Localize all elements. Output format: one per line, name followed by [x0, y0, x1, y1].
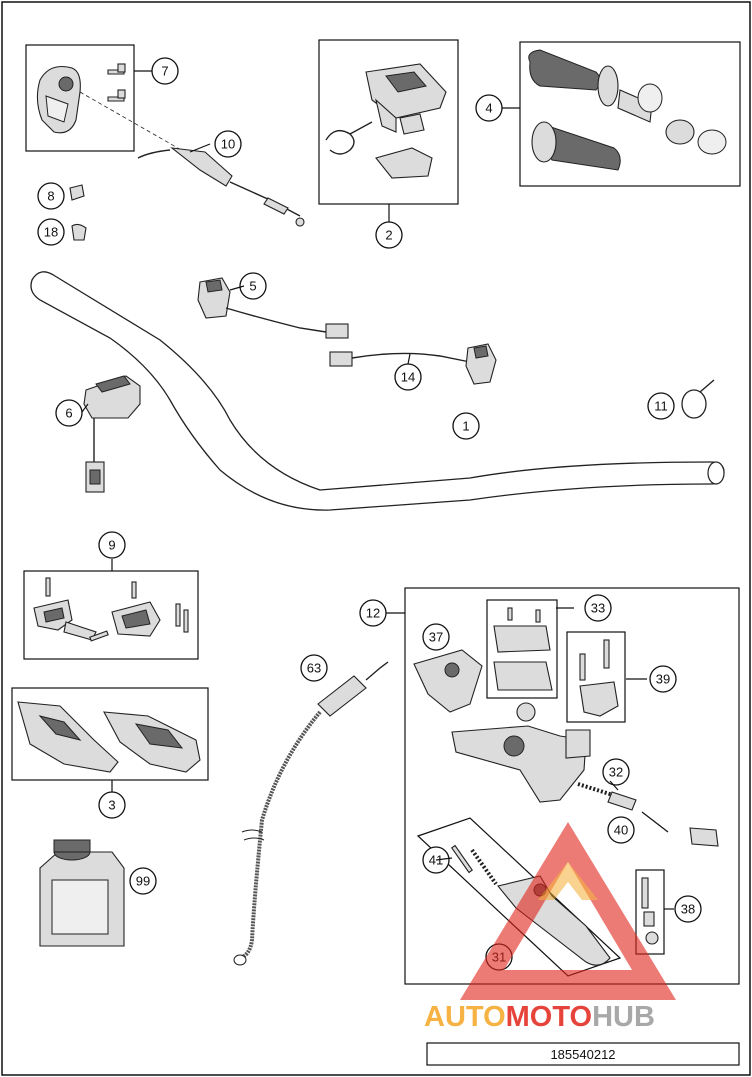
- watermark-auto: AUTO: [424, 1001, 506, 1033]
- callout-label: 3: [108, 798, 115, 813]
- callout-label: 8: [47, 189, 54, 204]
- callout-circle: [602, 758, 630, 786]
- clip-part: [69, 184, 87, 241]
- callout-label: 99: [136, 874, 150, 889]
- callout-circle: [607, 816, 635, 844]
- callout-label: 38: [681, 902, 695, 917]
- callout-5: 5: [239, 272, 267, 300]
- callout-label: 11: [654, 399, 668, 414]
- callout-label: 7: [161, 64, 168, 79]
- callout-38: 38: [674, 895, 702, 923]
- throttle-housing-group: [25, 44, 191, 156]
- callout-2: 2: [375, 221, 403, 249]
- callout-10: 10: [214, 130, 242, 158]
- callout-label: 32: [609, 765, 623, 780]
- callout-40: 40: [607, 816, 635, 844]
- callout-14: 14: [394, 363, 422, 391]
- callouts: 123456789101112141831323337383940416399: [37, 57, 702, 971]
- callout-label: 33: [591, 601, 605, 616]
- callout-1: 1: [452, 412, 480, 440]
- callout-37: 37: [422, 623, 450, 651]
- callout-99: 99: [129, 867, 157, 895]
- callout-circle: [37, 182, 65, 210]
- callout-label: 4: [485, 101, 492, 116]
- callout-label: 63: [307, 661, 321, 676]
- callout-circle: [300, 654, 328, 682]
- handguards-group: [11, 687, 209, 781]
- callout-label: 6: [65, 406, 72, 421]
- callout-circle: [98, 531, 126, 559]
- watermark-triangle: [460, 822, 676, 1000]
- callout-label: 37: [429, 630, 443, 645]
- callout-label: 40: [614, 823, 628, 838]
- callout-circle: [647, 392, 675, 420]
- switch-wiring-14: [329, 343, 497, 385]
- grips-group: [519, 41, 741, 187]
- callout-33: 33: [584, 594, 612, 622]
- callout-circle: [214, 130, 242, 158]
- automotohub-watermark: AUTOMOTOHUB: [424, 822, 676, 1033]
- callout-circle: [55, 399, 83, 427]
- callout-63: 63: [300, 654, 328, 682]
- callout-circle: [422, 623, 450, 651]
- callout-12: 12: [359, 599, 387, 627]
- callout-7: 7: [151, 57, 179, 85]
- callout-label: 2: [385, 228, 392, 243]
- callout-label: 18: [44, 225, 58, 240]
- callout-3: 3: [98, 791, 126, 819]
- watermark-moto: MOTO: [506, 1001, 592, 1033]
- handlebar-switch-6: [83, 375, 141, 493]
- throttle-cable: [137, 147, 305, 227]
- drawing-number-box: [426, 1042, 740, 1066]
- callout-circle: [239, 272, 267, 300]
- callout-label: 1: [462, 419, 469, 434]
- callout-circle: [649, 665, 677, 693]
- callout-label: 12: [366, 606, 380, 621]
- callout-label: 14: [401, 370, 415, 385]
- callout-circle: [584, 594, 612, 622]
- callout-18: 18: [37, 218, 65, 246]
- cable-tie-11: [681, 379, 715, 419]
- callout-39: 39: [649, 665, 677, 693]
- callout-label: 39: [656, 672, 670, 687]
- callout-circle: [129, 867, 157, 895]
- watermark-hub: HUB: [592, 1001, 655, 1033]
- callout-circle: [452, 412, 480, 440]
- switch-cover-group: [318, 39, 459, 205]
- callout-6: 6: [55, 399, 83, 427]
- callout-11: 11: [647, 392, 675, 420]
- callout-label: 10: [221, 137, 235, 152]
- callout-circle: [674, 895, 702, 923]
- fluid-bottle: [39, 839, 125, 947]
- bracket-kit-group: [23, 570, 199, 660]
- callout-circle: [37, 218, 65, 246]
- leader-lines: [81, 70, 674, 910]
- callout-label: 5: [249, 279, 256, 294]
- switch-wiring-5: [197, 277, 349, 339]
- callout-32: 32: [602, 758, 630, 786]
- callout-4: 4: [475, 94, 503, 122]
- svg-text:AUTOMOTOHUB: AUTOMOTOHUB: [424, 1001, 655, 1033]
- callout-8: 8: [37, 182, 65, 210]
- callout-label: 9: [108, 538, 115, 553]
- drawing-number: 185540212: [550, 1047, 615, 1062]
- master-cylinder-group: [404, 587, 740, 985]
- callout-9: 9: [98, 531, 126, 559]
- hydraulic-hose-63: [233, 661, 389, 966]
